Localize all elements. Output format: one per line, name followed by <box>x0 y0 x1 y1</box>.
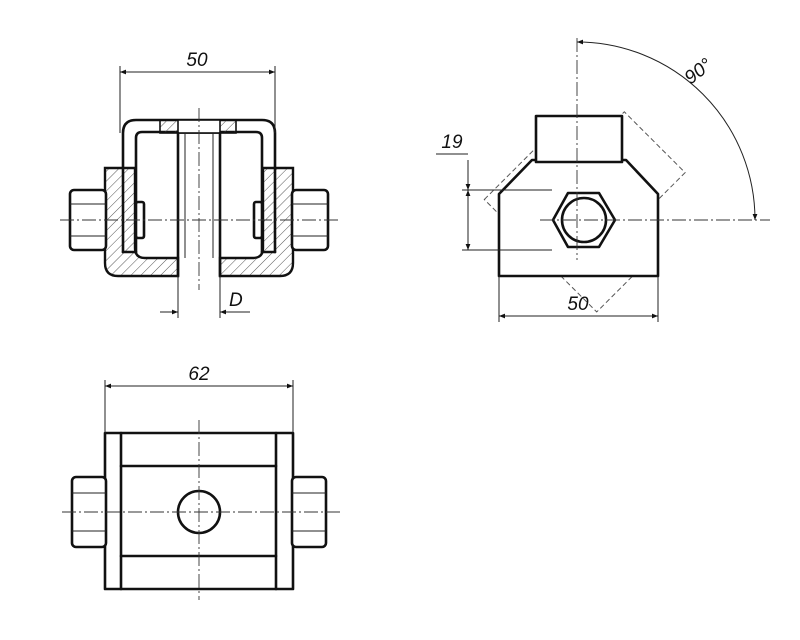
dim-bore-label: D <box>229 290 243 311</box>
dim-front-width: 50 <box>119 50 276 133</box>
side-top-boss <box>534 114 624 164</box>
dim-side-width-label: 50 <box>567 294 589 315</box>
dim-plan-width: 62 <box>104 364 294 433</box>
dim-side-offset-label: 19 <box>441 132 463 153</box>
dim-plan-width-label: 62 <box>188 364 210 385</box>
dim-bore: D <box>160 276 250 318</box>
dim-angle-label: 90° <box>681 54 717 88</box>
dim-front-width-label: 50 <box>186 50 208 71</box>
dim-side-offset: 19 <box>436 132 552 251</box>
front-view: 50 D <box>60 50 340 318</box>
dim-side-width: 50 <box>498 276 659 322</box>
plan-view: 62 <box>62 364 340 600</box>
side-view: 90° 19 50 <box>436 38 770 322</box>
